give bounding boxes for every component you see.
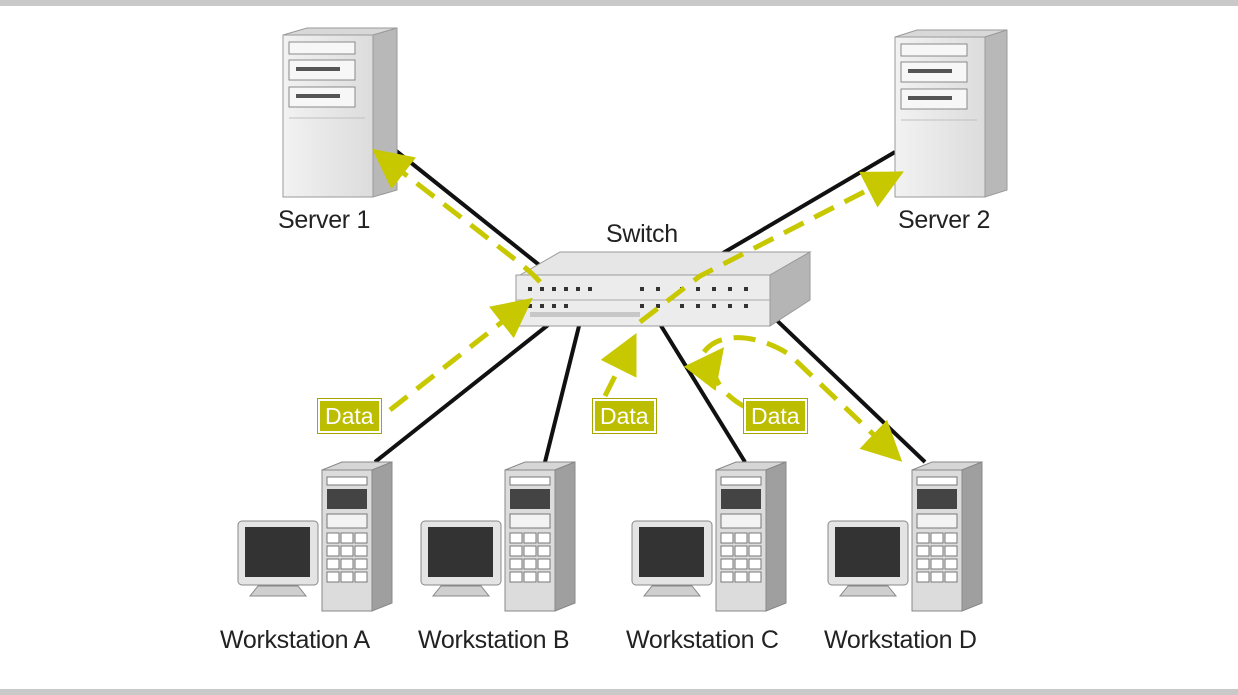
workstation-c-label: Workstation C — [626, 626, 779, 654]
workstation-b-icon — [420, 461, 576, 612]
cable-workstationC-switch — [653, 314, 747, 464]
data-flow-arrows — [372, 148, 904, 462]
workstation-b-label: Workstation B — [418, 626, 570, 654]
data-flow-arrow-wsD-to-switch — [683, 347, 747, 410]
cable-workstationA-switch — [373, 308, 569, 464]
server-2-icon — [894, 29, 1008, 198]
data-flow-arrow-wsA-to-switch — [388, 297, 533, 412]
data-tag-workstation-c: Data — [592, 398, 657, 434]
cable-server1-switch — [393, 148, 550, 274]
switch-icon — [515, 251, 812, 327]
cable-workstationB-switch — [543, 309, 585, 463]
data-flow-arrow-switch-to-wsD — [701, 335, 903, 462]
server-1-icon — [282, 27, 398, 198]
workstation-d-icon — [827, 461, 983, 612]
data-tag-workstation-d: Data — [743, 398, 808, 434]
data-flow-arrow-switch-to-server2 — [638, 171, 904, 324]
server-1-label: Server 1 — [278, 206, 371, 234]
switch-label: Switch — [606, 220, 678, 248]
workstation-d-label: Workstation D — [824, 626, 977, 654]
bottom-border — [0, 689, 1238, 695]
workstation-a-icon — [237, 461, 393, 612]
workstation-a-label: Workstation A — [220, 626, 370, 654]
data-tag-workstation-a: Data — [317, 398, 382, 434]
workstation-c-icon — [631, 461, 787, 612]
data-flow-arrow-switch-to-server1 — [372, 148, 542, 284]
data-flow-arrow-wsC-to-switch — [600, 333, 637, 398]
server-2-label: Server 2 — [898, 206, 991, 234]
top-border — [0, 0, 1238, 6]
